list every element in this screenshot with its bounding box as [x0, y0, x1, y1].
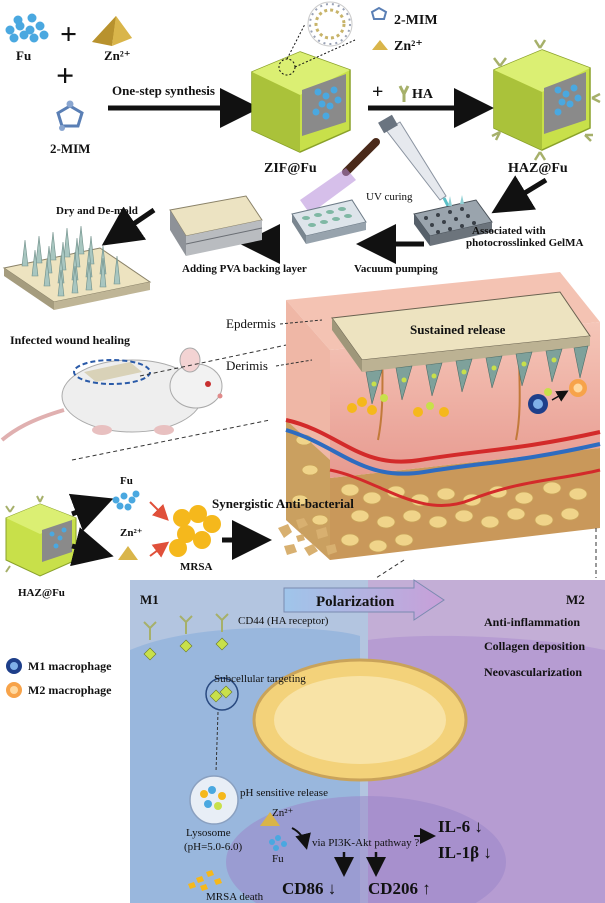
cell-fu-label: Fu [272, 853, 284, 865]
ha-label: HA [412, 87, 434, 102]
cell-fu-particles-icon [269, 835, 287, 851]
uv-lamp-icon [300, 138, 380, 214]
mim-label: 2-MIM [50, 141, 90, 156]
legend-mim-label: 2-MIM [394, 13, 438, 28]
lysosome-label-2: (pH=5.0-6.0) [184, 841, 242, 853]
uv-mold-icon [291, 199, 367, 244]
lysosome-icon [189, 775, 239, 825]
cd44-receptors-icon [143, 613, 229, 640]
cell-zn-label: Zn²⁺ [272, 807, 294, 819]
neovascularization-label: Neovascularization [484, 665, 582, 679]
polarization-label: Polarization [316, 594, 395, 610]
legend-m2-icon [6, 682, 22, 698]
macrophage-switch-arrow [551, 390, 569, 402]
anti-inflammation-label: Anti-inflammation [484, 615, 580, 629]
haz-fu-crystal-icon [491, 39, 601, 161]
uv-label: UV curing [366, 191, 413, 203]
zn-pyramid-icon [92, 16, 132, 46]
plus-sign-2: + [56, 57, 74, 93]
demold-arrow [101, 206, 156, 246]
m1-macrophage-in-skin-icon [528, 394, 548, 414]
associated-label-2: photocrosslinked GelMA [466, 237, 584, 249]
il6-label: IL-6 ↓ [438, 817, 483, 836]
gelma-mold-icon [413, 195, 493, 246]
lysosome-label-1: Lysosome [186, 827, 231, 839]
haz-fu-small-icon [5, 495, 77, 577]
haz-small-label: HAZ@Fu [18, 587, 65, 599]
zoom-line-1 [139, 339, 311, 377]
dry-label: Dry and De-mold [56, 205, 138, 217]
collagen-label: Collagen deposition [484, 639, 585, 653]
ph-release-label: pH sensitive release [240, 787, 328, 799]
plus-sign-3: + [372, 81, 383, 103]
targeting-path [215, 711, 219, 773]
pva-label: Adding PVA backing layer [182, 263, 307, 275]
lysosome-contents-icon [200, 786, 226, 810]
ha-icon [398, 85, 410, 102]
fu-particles-icon [5, 13, 49, 43]
bound-nanoparticles-icon [143, 637, 229, 661]
microneedle-patch-icon [2, 225, 152, 310]
subcellular-label: Subcellular targeting [214, 673, 306, 685]
cd86-label: CD86 ↓ [282, 879, 336, 898]
mim-molecule-icon [56, 100, 84, 131]
m2-label: M2 [566, 592, 585, 607]
ab-zn-pyramid-icon [118, 546, 138, 560]
zn-attack-arrow [149, 541, 170, 558]
applied-patch-icon [331, 291, 591, 405]
zoom-line-2 [71, 419, 271, 461]
il1b-label: IL-1β ↓ [438, 843, 492, 862]
ab-zn-label: Zn²⁺ [120, 527, 143, 539]
zn-release-arrow [70, 527, 114, 567]
fu-label: Fu [16, 48, 31, 63]
legend-m1-icon [6, 658, 22, 674]
ab-fu-label: Fu [120, 475, 133, 487]
ab-fu-particles-icon [112, 490, 140, 511]
cell-zn-pyramid-icon [260, 812, 280, 826]
polarization-arrow [283, 579, 445, 621]
mrsa-label: MRSA [180, 561, 212, 573]
subcellular-circle [205, 677, 239, 711]
cd206-label: CD206 ↑ [368, 879, 431, 898]
mof-ring-icon [307, 1, 353, 47]
epidermis-label: Epdermis [226, 316, 276, 331]
fu-release-arrow [68, 493, 114, 532]
mouse-icon [0, 347, 223, 442]
one-step-label: One-step synthesis [112, 83, 215, 98]
epidermis-leader [279, 319, 323, 325]
released-particles-icon [347, 388, 552, 417]
dermis-label: Derimis [226, 358, 268, 373]
ion-arrow [291, 827, 311, 850]
associated-label-1: Associated with [472, 225, 546, 237]
zoom-line-3 [375, 559, 405, 579]
dermis-leader [275, 359, 313, 367]
mrsa-death-label: MRSA death [206, 891, 264, 903]
m2-macrophage-in-skin-icon [569, 379, 587, 397]
dead-bacteria-icon [278, 518, 337, 556]
infected-label: Infected wound healing [10, 333, 130, 347]
mrsa-death-icon [188, 870, 222, 891]
haz-down-arrow [491, 175, 548, 214]
pva-block-icon [169, 195, 263, 256]
haz-label: HAZ@Fu [508, 161, 568, 176]
legend-zn-icon [372, 40, 388, 50]
fu-attack-arrow [149, 501, 169, 521]
subcellular-particles-icon [209, 685, 233, 703]
legend-mim-icon [370, 6, 388, 20]
synergistic-label: Synergistic Anti-bacterial [212, 496, 354, 511]
m1-label: M1 [140, 592, 159, 607]
vacuum-label: Vacuum pumping [354, 263, 438, 275]
mrsa-cluster-icon [169, 505, 221, 557]
zif-label: ZIF@Fu [264, 161, 317, 176]
legend-m2-label: M2 macrophage [28, 683, 112, 697]
sustained-label: Sustained release [410, 322, 506, 337]
pathway-label: via PI3K-Akt pathway ? [312, 837, 419, 849]
zif-fu-crystal-icon [251, 23, 356, 153]
legend-m1-label: M1 macrophage [28, 659, 112, 673]
cd44-label: CD44 (HA receptor) [238, 615, 329, 627]
legend-zn-label: Zn²⁺ [394, 39, 423, 54]
plus-sign: + [60, 18, 77, 51]
zn-label: Zn²⁺ [104, 48, 131, 63]
